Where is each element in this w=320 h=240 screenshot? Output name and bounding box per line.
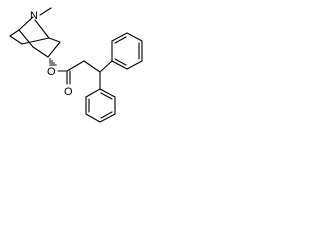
chemical-structure: N O O	[9, 7, 143, 123]
phenyl-ring-upper	[111, 32, 143, 70]
bridge-bond-right	[34, 19, 50, 39]
nitrogen-label: N	[30, 10, 38, 22]
ester-chain: O	[57, 60, 101, 98]
carbonyl-ch2-bond	[66, 60, 85, 72]
phenyl-ring-lower	[85, 88, 116, 123]
ring-bond-2	[9, 35, 23, 45]
tropane-ring: N	[9, 7, 61, 58]
ester-oxygen-label: O	[47, 66, 56, 78]
ring-bond-4	[18, 29, 34, 48]
ring-bond-3	[21, 37, 50, 45]
ch2-ch-bond	[83, 60, 101, 73]
ring-bond-5	[48, 37, 61, 43]
ring-bond-6	[32, 46, 49, 58]
ch-phenyl-bond-upper	[99, 60, 113, 73]
ring-bond-1	[9, 29, 20, 37]
n-methyl-bond	[39, 7, 52, 16]
bridge-bond-left	[18, 16, 34, 31]
ring-bond-7	[47, 41, 61, 58]
hashed-wedge-bond	[48, 58, 57, 66]
carbonyl-oxygen-label: O	[64, 86, 73, 98]
